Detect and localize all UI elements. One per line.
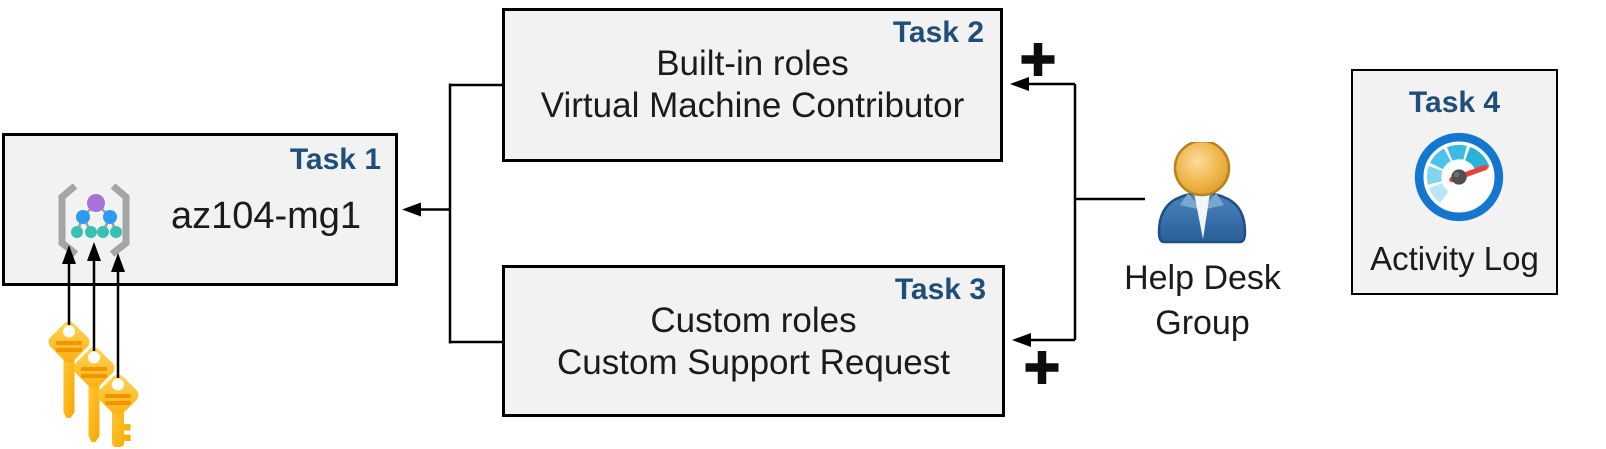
task2-badge: Task 2 — [892, 16, 984, 49]
key-icon — [48, 321, 90, 418]
plus-icon — [1025, 351, 1059, 384]
keys-icon — [48, 321, 139, 447]
task1-box: Task 1 az104-mg1 — [2, 133, 398, 286]
task4-caption: Activity Log — [1370, 240, 1539, 277]
task3-box: Task 3 Custom roles Custom Support Reque… — [502, 265, 1005, 417]
task2-box: Task 2 Built-in roles Virtual Machine Co… — [502, 8, 1003, 162]
management-group-name: az104-mg1 — [170, 195, 362, 237]
task3-line2: Custom Support Request — [557, 343, 950, 382]
task2-line1: Built-in roles — [656, 44, 849, 83]
management-group-icon — [58, 183, 130, 257]
task4-badge: Task 4 — [1408, 86, 1501, 119]
help-desk-label-line2: Group — [1155, 304, 1250, 342]
task1-badge: Task 1 — [289, 143, 381, 176]
task4-box: Task 4 Activity Log — [1351, 69, 1558, 295]
key-icon — [73, 347, 115, 442]
key-icon — [97, 374, 139, 447]
help-desk-group-label: Help Desk Group — [1110, 256, 1295, 346]
task3-badge: Task 3 — [894, 273, 986, 306]
task3-line1: Custom roles — [650, 301, 857, 340]
help-desk-label-line1: Help Desk — [1124, 259, 1281, 297]
activity-log-gauge-icon — [1414, 132, 1504, 222]
task2-line2: Virtual Machine Contributor — [540, 86, 965, 125]
plus-icon — [1021, 43, 1055, 76]
bracket-connector — [448, 83, 502, 344]
user-icon — [1157, 142, 1247, 244]
